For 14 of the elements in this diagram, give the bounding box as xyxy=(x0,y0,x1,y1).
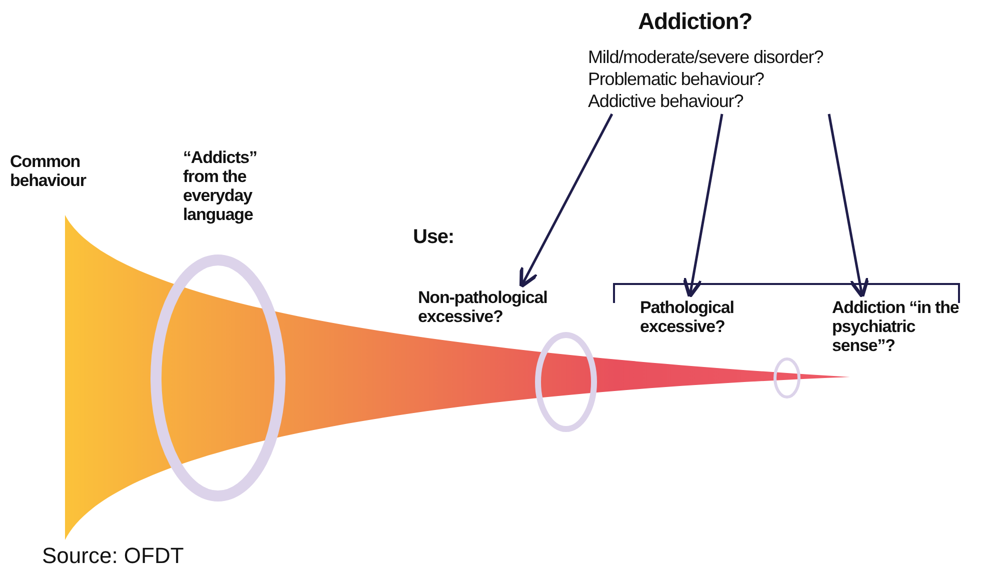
text-label: Common behaviour xyxy=(10,152,88,190)
question-text: Mild/moderate/severe disorder? xyxy=(588,46,824,68)
heading: Addiction? xyxy=(638,7,752,36)
arrow xyxy=(682,114,724,298)
node-label: Pathological excessive? xyxy=(640,298,755,336)
question-text: Addictive behaviour? xyxy=(588,90,744,112)
caption: Source: OFDT xyxy=(42,543,184,569)
node-label: Addiction “in the psychiatric sense”? xyxy=(832,298,967,355)
question-text: Problematic behaviour? xyxy=(588,68,764,90)
node-label: Non-pathological excessive? xyxy=(418,288,578,326)
arrow xyxy=(519,113,614,288)
arrow xyxy=(828,114,870,298)
text-label: “Addicts” from the everyday language xyxy=(183,148,258,224)
text-label: Use: xyxy=(413,228,455,247)
